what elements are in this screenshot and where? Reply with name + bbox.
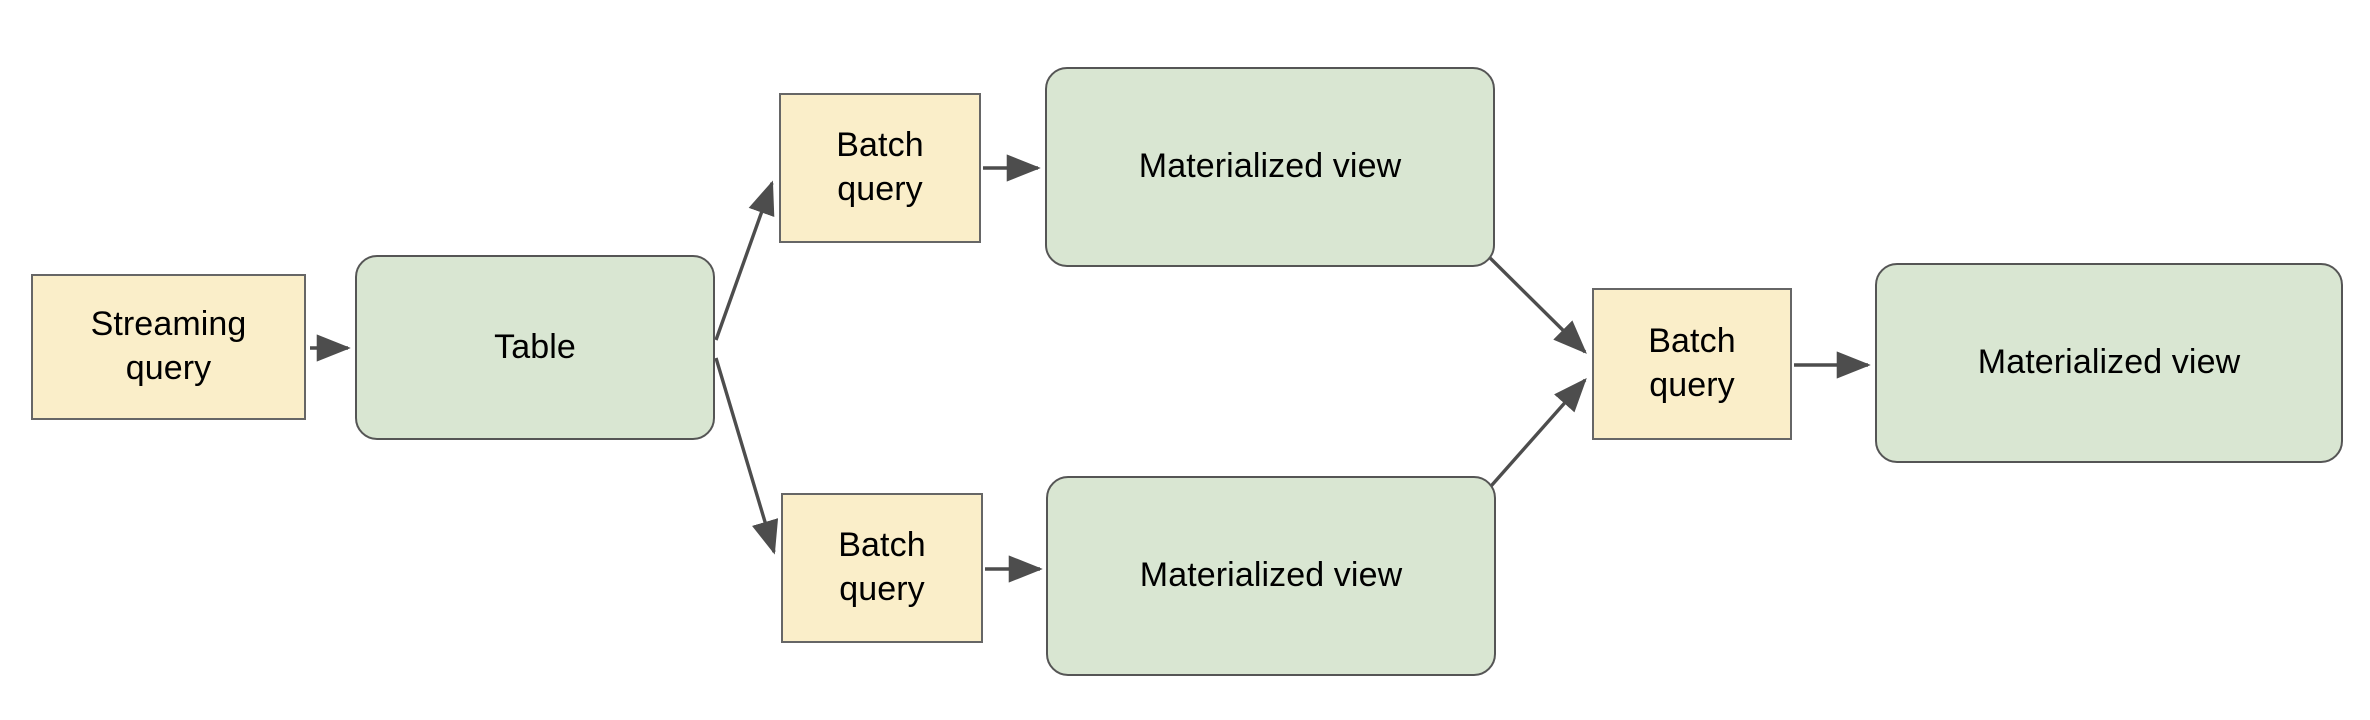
- edge-mv-bottom-to-batch-center: [1482, 377, 1587, 496]
- node-batch-query-bottom-label: Batch query: [838, 526, 926, 608]
- node-batch-query-center-label: Batch query: [1648, 322, 1736, 404]
- node-batch-query-top-label: Batch query: [836, 126, 924, 208]
- node-table[interactable]: Table: [355, 255, 715, 440]
- node-materialized-view-top[interactable]: Materialized view: [1045, 67, 1495, 267]
- node-table-label: Table: [494, 327, 576, 366]
- node-streaming-query[interactable]: Streaming query: [31, 274, 306, 420]
- node-materialized-view-top-label: Materialized view: [1138, 147, 1402, 186]
- node-materialized-view-bottom[interactable]: Materialized view: [1046, 476, 1496, 676]
- node-streaming-query-label: Streaming query: [90, 305, 247, 387]
- edge-table-to-batch-bottom: [714, 357, 779, 555]
- node-batch-query-bottom[interactable]: Batch query: [781, 493, 983, 643]
- node-materialized-view-bottom-label: Materialized view: [1139, 556, 1403, 595]
- node-batch-query-top[interactable]: Batch query: [779, 93, 981, 243]
- edge-mv-top-to-batch-center: [1480, 248, 1587, 354]
- node-materialized-view-right-label: Materialized view: [1977, 343, 2241, 382]
- node-materialized-view-right[interactable]: Materialized view: [1875, 263, 2343, 463]
- edge-table-to-batch-top: [714, 180, 775, 341]
- node-batch-query-center[interactable]: Batch query: [1592, 288, 1792, 440]
